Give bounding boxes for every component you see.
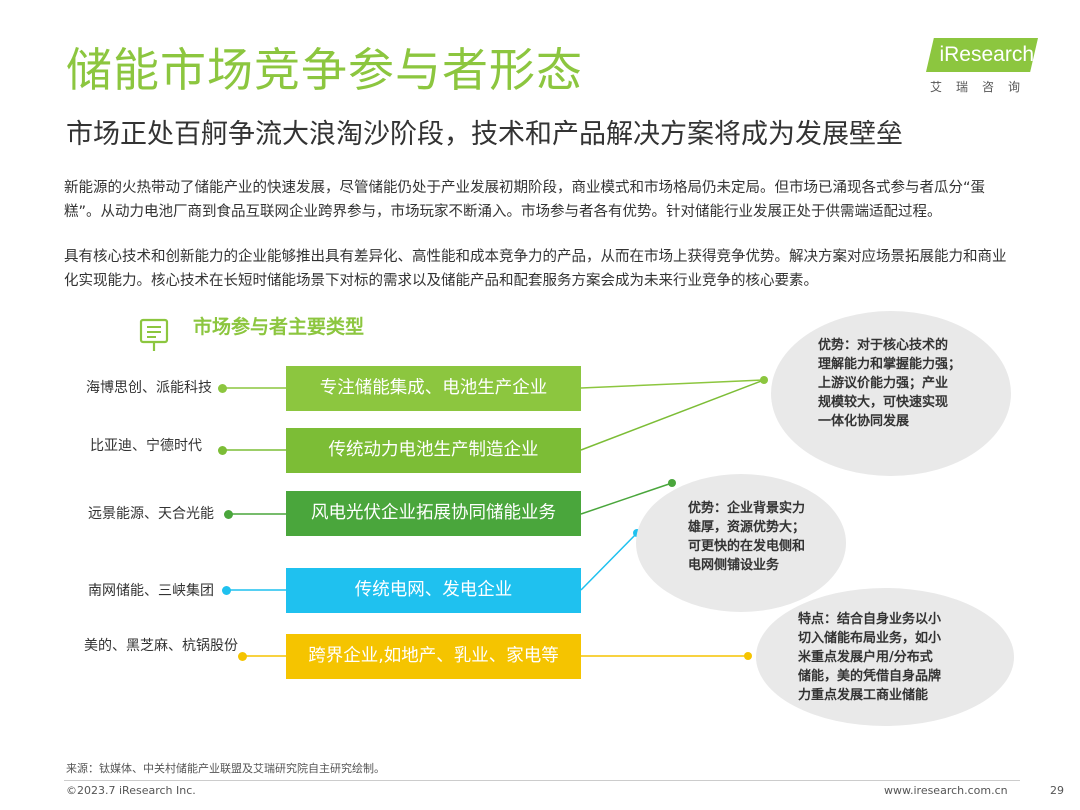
participant-type-4: 传统电网、发电企业 xyxy=(286,568,581,613)
connector-node-1 xyxy=(760,376,768,384)
row-dot-5 xyxy=(238,652,247,661)
connector-node-4 xyxy=(744,652,752,660)
bubble-3-line-5: 力重点发展工商业储能 xyxy=(798,688,929,703)
section-title: 市场参与者主要类型 xyxy=(193,316,365,338)
participant-type-1: 专注储能集成、电池生产企业 xyxy=(286,366,581,411)
participant-type-5: 跨界企业,如地产、乳业、家电等 xyxy=(286,634,581,679)
participant-companies-1: 海博思创、派能科技 xyxy=(86,380,212,396)
row-dot-2 xyxy=(218,446,227,455)
feature-bubble-3 xyxy=(756,588,1014,726)
bubble-3-line-2: 切入储能布局业务，如小 xyxy=(798,631,942,646)
connector-bubble-2b xyxy=(580,532,638,591)
participant-companies-5: 美的、黑芝麻、杭锅股份 xyxy=(84,638,238,654)
bubble-3-line-4: 储能，美的凭借自身品牌 xyxy=(798,669,942,684)
page-number: 29 xyxy=(1050,784,1064,797)
bubble-text-2: 优势：企业背景实力 雄厚，资源优势大； 可更快的在发电侧和 电网侧铺设业务 xyxy=(688,499,805,575)
page-subtitle: 市场正处百舸争流大浪淘沙阶段，技术和产品解决方案将成为发展壁垒 xyxy=(66,119,903,150)
bubble-2-line-4: 电网侧铺设业务 xyxy=(688,558,780,573)
participant-companies-4: 南网储能、三峡集团 xyxy=(88,583,214,599)
advantage-bubble-1 xyxy=(771,311,1011,476)
bubble-2-line-3: 可更快的在发电侧和 xyxy=(688,539,806,554)
row-dot-3 xyxy=(224,510,233,519)
page-title: 储能市场竞争参与者形态 xyxy=(66,43,583,97)
website-link[interactable]: www.iresearch.com.cn xyxy=(884,784,1008,797)
connector-bubble-1b xyxy=(580,379,765,451)
source-note: 来源：钛媒体、中关村储能产业联盟及艾瑞研究院自主研究绘制。 xyxy=(66,762,385,775)
bubble-1-line-1: 优势：对于核心技术的 xyxy=(818,338,949,353)
advantage-bubble-2 xyxy=(636,474,846,612)
bubble-text-1: 优势：对于核心技术的 理解能力和掌握能力强； 上游议价能力强；产业 规模较大，可… xyxy=(818,336,961,431)
bubble-2-line-2: 雄厚，资源优势大； xyxy=(688,520,806,535)
brand-cn-name: 艾瑞咨询 xyxy=(930,80,1035,94)
bubble-1-line-5: 一体化协同发展 xyxy=(818,414,910,429)
row-dot-1 xyxy=(218,384,227,393)
body-paragraph-2: 具有核心技术和创新能力的企业能够推出具有差异化、高性能和成本竞争力的产品，从而在… xyxy=(64,249,1007,289)
row-dot-4 xyxy=(222,586,231,595)
bubble-1-line-3: 上游议价能力强；产业 xyxy=(818,376,949,391)
document-icon xyxy=(139,318,169,351)
connector-bubble-1a xyxy=(580,379,765,389)
copyright: ©2023.7 iResearch Inc. xyxy=(66,784,196,797)
participant-companies-3: 远景能源、天合光能 xyxy=(88,506,214,522)
participant-companies-2: 比亚迪、宁德时代 xyxy=(90,438,202,454)
connector-node-2 xyxy=(668,479,676,487)
bubble-text-3: 特点：结合自身业务以小 切入储能布局业务，如小 米重点发展户用/分布式 储能，美… xyxy=(798,610,941,705)
bubble-1-line-4: 规模较大，可快速实现 xyxy=(818,395,949,410)
bubble-2-line-1: 优势：企业背景实力 xyxy=(688,501,806,516)
body-paragraph-1: 新能源的火热带动了储能产业的快速发展，尽管储能仍处于产业发展初期阶段，商业模式和… xyxy=(64,180,986,220)
bubble-3-line-1: 特点：结合自身业务以小 xyxy=(798,612,942,627)
participant-type-2: 传统动力电池生产制造企业 xyxy=(286,428,581,473)
bubble-3-line-3: 米重点发展户用/分布式 xyxy=(798,650,933,665)
footer-divider xyxy=(64,780,1020,781)
brand-name: iResearch xyxy=(926,38,1038,72)
bubble-1-line-2: 理解能力和掌握能力强； xyxy=(818,357,962,372)
participant-type-3: 风电光伏企业拓展协同储能业务 xyxy=(286,491,581,536)
